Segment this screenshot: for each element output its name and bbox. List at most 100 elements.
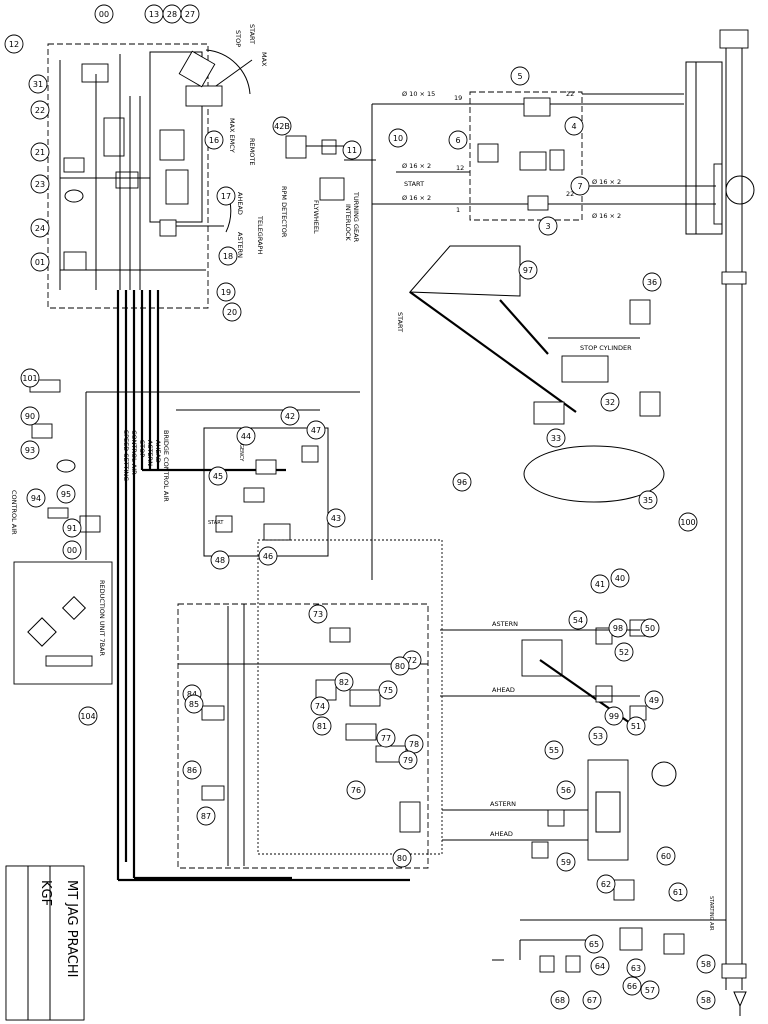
control-astern-label: ASTERN <box>146 440 154 466</box>
callout-number: 57 <box>645 986 655 995</box>
telegraph-ahead-label: AHEAD <box>236 192 244 215</box>
callout-circle <box>696 954 716 974</box>
callout-94: 94 <box>26 488 46 508</box>
callout-circle <box>62 540 82 560</box>
callout-4: 4 <box>564 116 584 136</box>
telegraph-lever: TELEGRAPH AHEAD ASTERN STOP START MAX MA… <box>159 24 268 258</box>
callout-number: 43 <box>331 514 341 523</box>
callout-80: 80 <box>390 656 410 676</box>
callout-circle <box>604 706 624 726</box>
callout-circle <box>626 716 646 736</box>
callout-number: 48 <box>215 556 225 565</box>
ship-name: MT JAG PRACHI <box>64 880 79 977</box>
callout-104: 104 <box>78 706 98 726</box>
callout-circle <box>308 604 328 624</box>
callout-74: 74 <box>310 696 330 716</box>
starting-valve-panel: Ø 10 × 15 Ø 16 × 2 Ø 16 × 2 Ø 16 × 2 Ø 1… <box>371 90 716 580</box>
callout-circle <box>640 980 660 1000</box>
callout-circle <box>550 990 570 1010</box>
callout-circle <box>312 716 332 736</box>
callout-10: 10 <box>388 128 408 148</box>
callout-number: 00 <box>99 10 109 19</box>
callout-number: 7 <box>577 182 582 191</box>
callout-circle <box>210 550 230 570</box>
callout-00B: 00 <box>62 540 82 560</box>
interlock-label: INTERLOCK <box>344 204 352 241</box>
callout-number: 20 <box>227 308 237 317</box>
callout-number: 80 <box>397 854 407 863</box>
callout-35: 35 <box>638 490 658 510</box>
starting-air-supply: STARTING AIR <box>492 879 726 973</box>
callout-number: 50 <box>645 624 655 633</box>
panel-num-12: 12 <box>456 164 464 172</box>
callout-circle <box>204 130 224 150</box>
callout-61: 61 <box>668 882 688 902</box>
callout-50: 50 <box>640 618 660 638</box>
callout-circle <box>78 706 98 726</box>
callout-circle <box>570 176 590 196</box>
callout-circle <box>564 116 584 136</box>
callout-circle <box>94 4 114 24</box>
callout-number: 93 <box>25 446 35 455</box>
callout-49: 49 <box>644 690 664 710</box>
astern-lower-label: ASTERN <box>490 800 516 808</box>
callout-number: 87 <box>201 812 211 821</box>
callout-circle <box>378 680 398 700</box>
control-line-labels: BRIDGE CONTROL AIR AHEAD ASTERN STOP CON… <box>122 430 170 502</box>
callout-circle <box>590 956 610 976</box>
callout-86: 86 <box>182 760 202 780</box>
control-line-bundle <box>86 290 410 882</box>
callout-number: 13 <box>149 10 159 19</box>
callout-circle <box>208 466 228 486</box>
flywheel-label: FLYWHEEL <box>312 200 320 234</box>
callout-number: 55 <box>549 746 559 755</box>
callout-68: 68 <box>550 990 570 1010</box>
turning-gear-interlock: TURNING GEAR INTERLOCK FLYWHEEL RPM DETE… <box>280 135 376 243</box>
callout-number: 62 <box>601 880 611 889</box>
callout-80B: 80 <box>392 848 412 868</box>
telegraph-max-emcy-label: MAX EMCY <box>228 118 236 153</box>
callout-11: 11 <box>342 140 362 160</box>
callout-63: 63 <box>626 958 646 978</box>
callout-circle <box>622 976 642 996</box>
bridge-console <box>47 43 209 309</box>
callout-number: 79 <box>403 756 413 765</box>
callout-52: 52 <box>614 642 634 662</box>
panel-pipe-2-label: Ø 16 × 2 <box>402 162 431 170</box>
callout-number: 104 <box>80 712 95 721</box>
callout-31: 31 <box>28 74 48 94</box>
callout-90: 90 <box>20 406 40 426</box>
callout-75: 75 <box>378 680 398 700</box>
panel-pipe-3-label: Ø 16 × 2 <box>402 194 431 202</box>
callout-circle <box>452 472 472 492</box>
callout-78: 78 <box>404 734 424 754</box>
callout-number: 96 <box>457 478 467 487</box>
callout-36: 36 <box>642 272 662 292</box>
callout-circle <box>398 750 418 770</box>
callout-circle <box>678 512 698 532</box>
callout-40: 40 <box>610 568 630 588</box>
callout-42B: 42B <box>272 116 292 136</box>
callout-81: 81 <box>312 716 332 736</box>
callout-24: 24 <box>30 218 50 238</box>
callout-number: 19 <box>221 288 231 297</box>
callout-number: 51 <box>631 722 641 731</box>
callout-number: 16 <box>209 136 219 145</box>
callout-64: 64 <box>590 956 610 976</box>
callout-circle <box>346 780 366 800</box>
callout-circle <box>20 440 40 460</box>
callout-number: 82 <box>339 678 349 687</box>
callout-16: 16 <box>204 130 224 150</box>
callout-58B: 58 <box>696 990 716 1010</box>
panel-num-1: 1 <box>456 206 460 214</box>
callout-circle <box>544 740 564 760</box>
callout-101: 101 <box>20 368 40 388</box>
callout-number: 97 <box>523 266 533 275</box>
control-air-label: CONTROL AIR <box>130 430 138 475</box>
astern-upper-label: ASTERN <box>492 620 518 628</box>
callout-22: 22 <box>30 100 50 120</box>
telegraph-start-label: START <box>248 24 256 44</box>
callout-circle <box>216 186 236 206</box>
callout-99: 99 <box>604 706 624 726</box>
callout-number: 60 <box>661 852 671 861</box>
